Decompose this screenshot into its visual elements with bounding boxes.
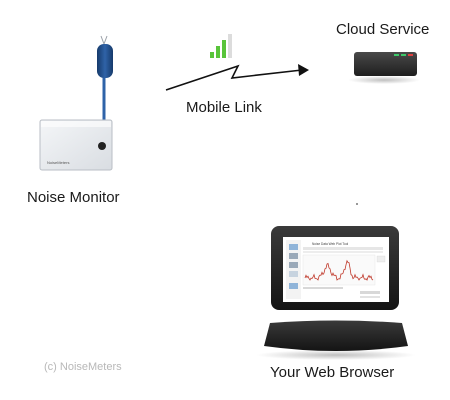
antenna-tip [100,35,108,46]
device-brand: NoiseMeters [47,160,69,165]
copyright-text: (c) NoiseMeters [44,361,122,373]
mobile-link-label: Mobile Link [186,99,262,116]
screen-icon [289,244,298,250]
laptop-icon: Noise Data Web Plot Tool [256,226,416,360]
web-browser-label: Your Web Browser [270,364,395,381]
screen-plot-series [304,259,374,281]
enclosure-box [39,119,113,171]
signal-strength-icon [210,34,232,58]
signal-bar [216,46,220,58]
laptop-base [264,320,408,351]
signal-bar [210,52,214,58]
screen-icon [289,262,298,268]
status-led-green [394,54,399,56]
noise-monitor-label: Noise Monitor [27,189,120,206]
connector-icon [98,142,106,150]
microphone-icon [97,44,113,78]
screen-title: Noise Data Web Plot Tool [312,242,348,246]
cloud-server-icon [348,52,420,84]
status-led-red [408,54,413,56]
screen-icon [289,253,298,259]
signal-bar [228,34,232,58]
signal-bar [222,40,226,58]
mobile-link-arrow [165,64,309,91]
screen-plot [302,254,376,286]
screen-icon [289,271,298,277]
cloud-service-label: Cloud Service [336,21,430,38]
status-led-green [401,54,406,56]
screen-icon [289,283,298,289]
noise-monitor-device: NoiseMeters [39,35,113,171]
